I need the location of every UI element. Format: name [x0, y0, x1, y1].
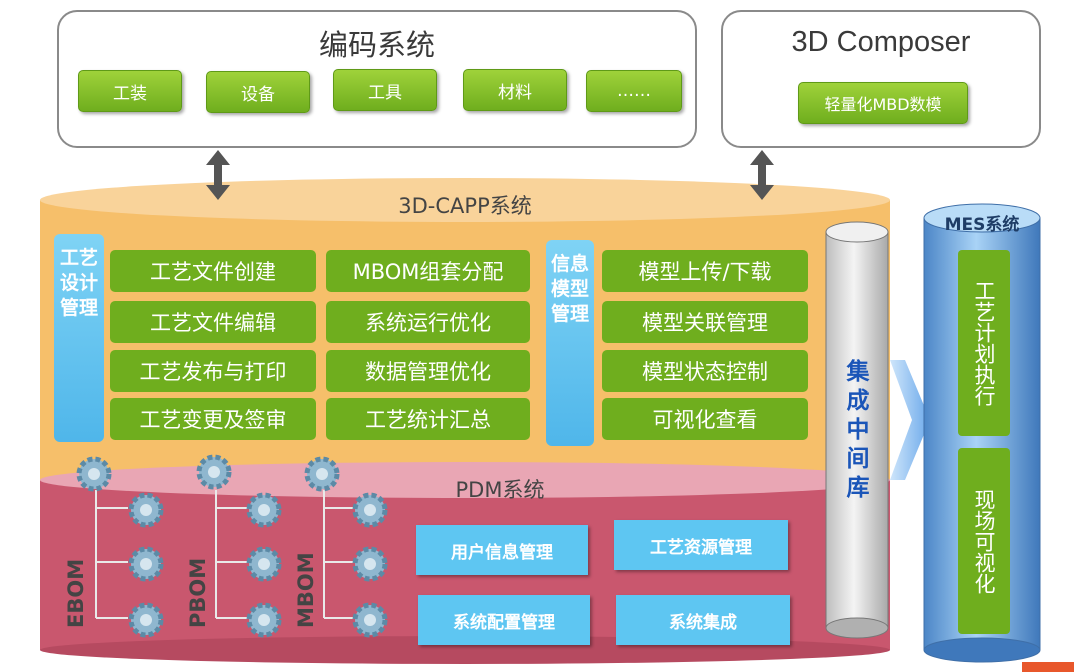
capp-data-mgmt-optimize[interactable]: 数据管理优化 — [326, 350, 530, 392]
double-arrow-left — [206, 150, 230, 200]
capp-model-upload-download[interactable]: 模型上传/下载 — [602, 250, 808, 292]
composer-panel: 3D Composer — [721, 10, 1041, 148]
gear-icon — [76, 456, 112, 492]
coding-item-equipment[interactable]: 设备 — [206, 71, 310, 113]
pdm-system-config-mgmt[interactable]: 系统配置管理 — [418, 595, 590, 645]
bom-label-ebom: EBOM — [64, 558, 88, 628]
capp-process-statistics[interactable]: 工艺统计汇总 — [326, 398, 530, 440]
capp-model-status-control[interactable]: 模型状态控制 — [602, 350, 808, 392]
info-model-label[interactable]: 信息模型管理 — [546, 240, 594, 446]
gear-icon — [246, 492, 282, 528]
flow-arrow — [890, 360, 930, 480]
bom-label-pbom: PBOM — [186, 557, 210, 628]
pdm-user-info-mgmt[interactable]: 用户信息管理 — [416, 525, 588, 575]
bom-tree-lines — [95, 490, 354, 619]
gear-icon — [352, 602, 388, 638]
double-arrow-right — [750, 150, 774, 200]
coding-item-more[interactable]: …… — [586, 70, 682, 112]
composer-title: 3D Composer — [791, 26, 971, 58]
capp-process-file-edit[interactable]: 工艺文件编辑 — [110, 301, 316, 343]
gear-icon — [246, 546, 282, 582]
capp-process-change-review[interactable]: 工艺变更及签审 — [110, 398, 316, 440]
coding-system-title: 编码系统 — [318, 28, 435, 62]
gear-icon — [128, 546, 164, 582]
mes-title: MES系统 — [944, 215, 1020, 235]
gear-icon — [352, 546, 388, 582]
pdm-system-integration[interactable]: 系统集成 — [616, 595, 790, 645]
mes-onsite-visualization[interactable]: 现场可视化 — [958, 448, 1010, 634]
capp-system-run-optimize[interactable]: 系统运行优化 — [326, 301, 530, 343]
composer-item-mbd[interactable]: 轻量化MBD数模 — [798, 82, 968, 124]
corner-accent — [1022, 662, 1074, 672]
capp-process-file-create[interactable]: 工艺文件创建 — [110, 250, 316, 292]
middleware-cylinder — [825, 221, 889, 639]
gear-icon — [304, 456, 340, 492]
gear-icon — [246, 602, 282, 638]
mes-process-plan-execution[interactable]: 工艺计划执行 — [958, 250, 1010, 436]
pdm-title: PDM系统 — [455, 478, 545, 502]
gear-icon — [196, 454, 232, 490]
capp-process-publish-print[interactable]: 工艺发布与打印 — [110, 350, 316, 392]
gear-icon — [128, 492, 164, 528]
capp-model-association[interactable]: 模型关联管理 — [602, 301, 808, 343]
capp-mbom-allocation[interactable]: MBOM组套分配 — [326, 250, 530, 292]
bom-label-mbom: MBOM — [294, 552, 318, 628]
coding-item-tools[interactable]: 工具 — [333, 69, 437, 111]
capp-visual-view[interactable]: 可视化查看 — [602, 398, 808, 440]
gear-icon — [352, 492, 388, 528]
coding-item-tooling[interactable]: 工装 — [78, 70, 182, 112]
process-design-label[interactable]: 工艺设计管理 — [54, 234, 104, 442]
pdm-process-resource-mgmt[interactable]: 工艺资源管理 — [614, 520, 788, 570]
coding-item-materials[interactable]: 材料 — [463, 69, 567, 111]
gear-icon — [128, 602, 164, 638]
middleware-label: 集成中间库 — [846, 359, 870, 501]
capp-title: 3D-CAPP系统 — [398, 194, 532, 218]
